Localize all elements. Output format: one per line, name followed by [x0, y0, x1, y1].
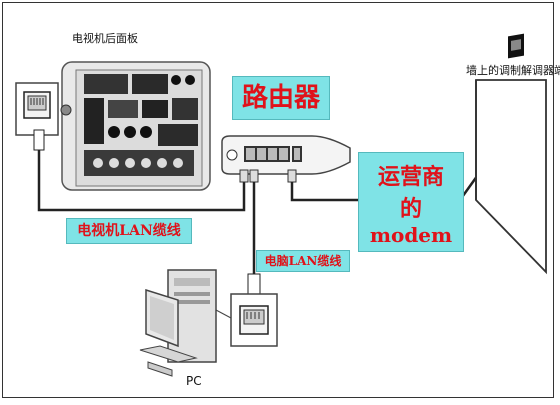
tv-lan-cable — [37, 150, 246, 212]
pc-lan-port-zoom — [215, 293, 278, 347]
pc-cable-label: 电脑LAN缆线 — [264, 254, 342, 268]
isp-label-line3: modem — [369, 223, 453, 247]
tv-back-panel — [60, 61, 211, 191]
tv-cable-label: 电视机LAN缆线 — [77, 223, 181, 239]
pc-cable-label-box: 电脑LAN缆线 — [256, 250, 350, 272]
isp-label-line1: 运营商 — [377, 164, 444, 190]
wall-outlet — [475, 33, 547, 275]
pc-computer — [139, 269, 217, 377]
router-device — [221, 135, 351, 183]
pc-label: PC — [186, 374, 202, 388]
tv-panel-label: 电视机后面板 — [72, 32, 138, 45]
isp-label-line2: 的 — [399, 196, 422, 222]
isp-modem-label-box: 运营商 的 modem — [358, 152, 464, 252]
wall-label: 墙上的调制解调器端 — [466, 64, 560, 77]
tv-lan-port-zoom — [15, 82, 59, 151]
tv-cable-label-box: 电视机LAN缆线 — [66, 218, 192, 244]
router-label: 路由器 — [241, 83, 320, 113]
router-label-box: 路由器 — [232, 76, 330, 120]
